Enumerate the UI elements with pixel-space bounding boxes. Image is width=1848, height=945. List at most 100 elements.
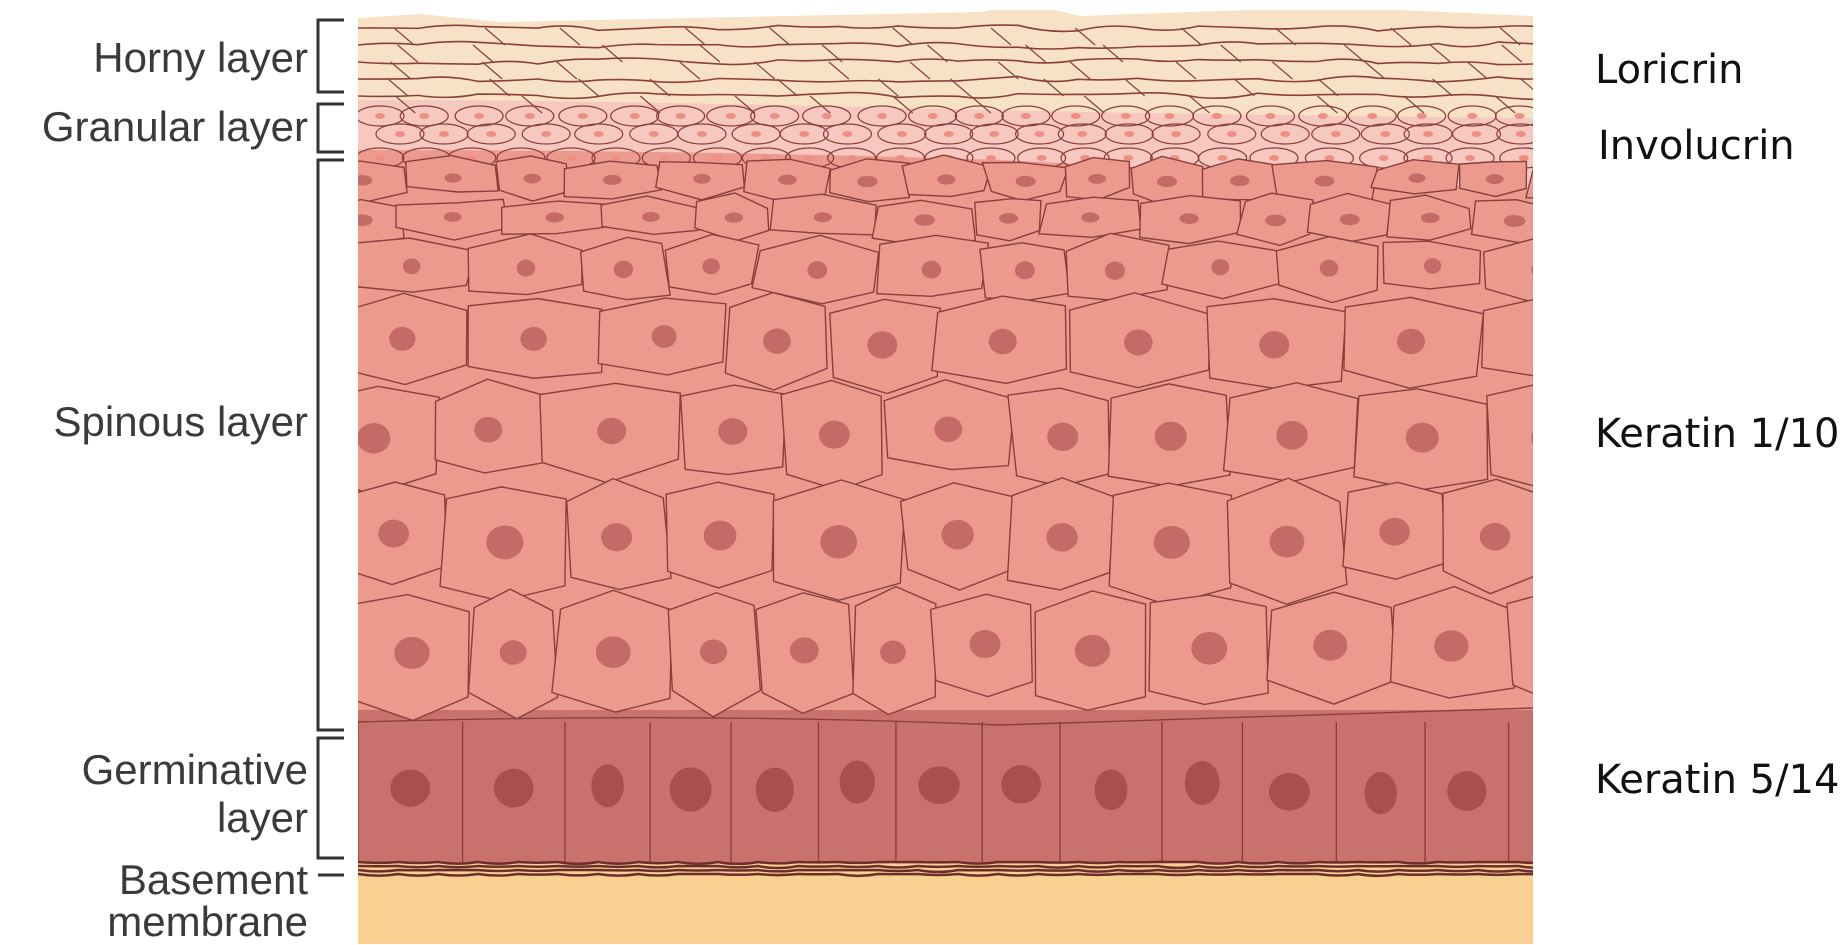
spinous-nucleus [934, 417, 962, 442]
germinative-nucleus [670, 767, 712, 811]
spinous-nucleus [1179, 213, 1198, 224]
spinous-nucleus [1270, 526, 1305, 558]
spinous-nucleus [1015, 261, 1035, 279]
spinous-nucleus [1340, 214, 1360, 225]
spinous-nucleus [1088, 174, 1106, 184]
granular-nucleus [1269, 155, 1279, 161]
spinous-nucleus [778, 175, 797, 185]
layer-brackets [318, 20, 344, 875]
germinative-nucleus [591, 764, 624, 807]
germinative-nucleus [918, 766, 959, 804]
marker-keratin-1-10: Keratin 1/10 [1595, 412, 1840, 456]
spinous-nucleus [937, 174, 955, 184]
spinous-nucleus [1154, 526, 1190, 559]
granular-nucleus [1380, 131, 1390, 137]
spinous-nucleus [357, 423, 390, 453]
granular-nucleus [1331, 131, 1341, 137]
spinous-nucleus [1531, 423, 1564, 453]
spinous-nucleus [520, 327, 546, 351]
germinative-nucleus [1185, 761, 1220, 805]
granular-nucleus [877, 113, 887, 119]
spinous-nucleus [1230, 175, 1249, 186]
granular-nucleus [1417, 113, 1427, 119]
granular-nucleus [1379, 155, 1389, 161]
spinous-nucleus [1486, 174, 1504, 184]
spinous-nucleus [700, 639, 727, 664]
spinous-nucleus [603, 175, 622, 185]
spinous-nucleus [642, 212, 660, 222]
bracket-germinative [318, 738, 344, 858]
bracket-spinous [318, 160, 344, 730]
granular-nucleus [1516, 131, 1526, 137]
granular-nucleus [897, 131, 907, 137]
spinous-nucleus [486, 525, 523, 559]
spinous-nucleus [389, 327, 415, 351]
spinous-nucleus [445, 173, 462, 182]
spinous-nucleus [596, 636, 631, 668]
spinous-nucleus [1563, 176, 1583, 187]
spinous-nucleus [353, 175, 372, 186]
spinous-nucleus [1047, 423, 1078, 451]
spinous-nucleus [1424, 258, 1441, 274]
granular-nucleus [375, 113, 385, 119]
spinous-nucleus [857, 176, 877, 187]
spinous-nucleus [970, 630, 1001, 658]
granular-nucleus [1077, 131, 1087, 137]
spinous-nucleus [1421, 213, 1440, 223]
granular-nucleus [751, 131, 761, 137]
spinous-nucleus [614, 261, 633, 279]
spinous-nucleus [790, 637, 819, 663]
spinous-nucleus [814, 212, 832, 222]
spinous-nucleus [704, 521, 737, 551]
spinous-nucleus [1535, 325, 1560, 348]
spinous-nucleus [601, 523, 632, 551]
granular-nucleus [1423, 155, 1433, 161]
spinous-nucleus [1075, 635, 1110, 667]
granular-nucleus [1367, 113, 1377, 119]
spinous-nucleus [693, 174, 711, 184]
spinous-nucleus [403, 258, 420, 274]
spinous-nucleus [1211, 259, 1229, 275]
granular-nucleus [1265, 113, 1275, 119]
granular-nucleus [1071, 113, 1081, 119]
granular-nucleus [1171, 131, 1181, 137]
spinous-nucleus [702, 258, 719, 274]
granular-nucleus [630, 113, 640, 119]
spinous-cell [1482, 297, 1612, 378]
granular-nucleus [895, 155, 905, 161]
label-horny-layer: Horny layer [93, 36, 308, 80]
spinous-nucleus [1320, 260, 1339, 277]
granular-nucleus [676, 113, 686, 119]
spinous-nucleus [378, 520, 409, 548]
spinous-nucleus [1406, 423, 1439, 453]
label-basement-line2: membrane [107, 900, 308, 944]
label-granular-layer: Granular layer [42, 105, 308, 149]
spinous-nucleus [474, 417, 502, 443]
granular-nucleus [1124, 131, 1134, 137]
granular-nucleus [1519, 155, 1529, 161]
spinous-nucleus [1315, 176, 1335, 187]
granular-nucleus [986, 155, 996, 161]
spinous-nucleus [1397, 329, 1425, 354]
granular-nucleus [799, 131, 809, 137]
spinous-nucleus [1265, 215, 1286, 227]
spinous-nucleus [1531, 261, 1551, 279]
germinative-nucleus [1537, 765, 1576, 803]
granular-nucleus [541, 131, 551, 137]
spinous-nucleus [1155, 422, 1187, 451]
spinous-nucleus [989, 329, 1017, 355]
granular-nucleus [805, 155, 815, 161]
spinous-nucleus [1546, 630, 1577, 658]
granular-nucleus [1318, 113, 1328, 119]
spinous-nucleus [1105, 262, 1125, 280]
spinous-cell [1507, 589, 1615, 703]
spinous-nucleus [1276, 421, 1308, 450]
spinous-nucleus [718, 418, 747, 445]
granular-nucleus [1218, 155, 1228, 161]
granular-nucleus [525, 113, 535, 119]
spinous-nucleus [725, 213, 743, 223]
granular-nucleus [1037, 155, 1047, 161]
spinous-nucleus [352, 214, 373, 226]
spinous-nucleus [922, 261, 941, 279]
granular-nucleus [944, 131, 954, 137]
